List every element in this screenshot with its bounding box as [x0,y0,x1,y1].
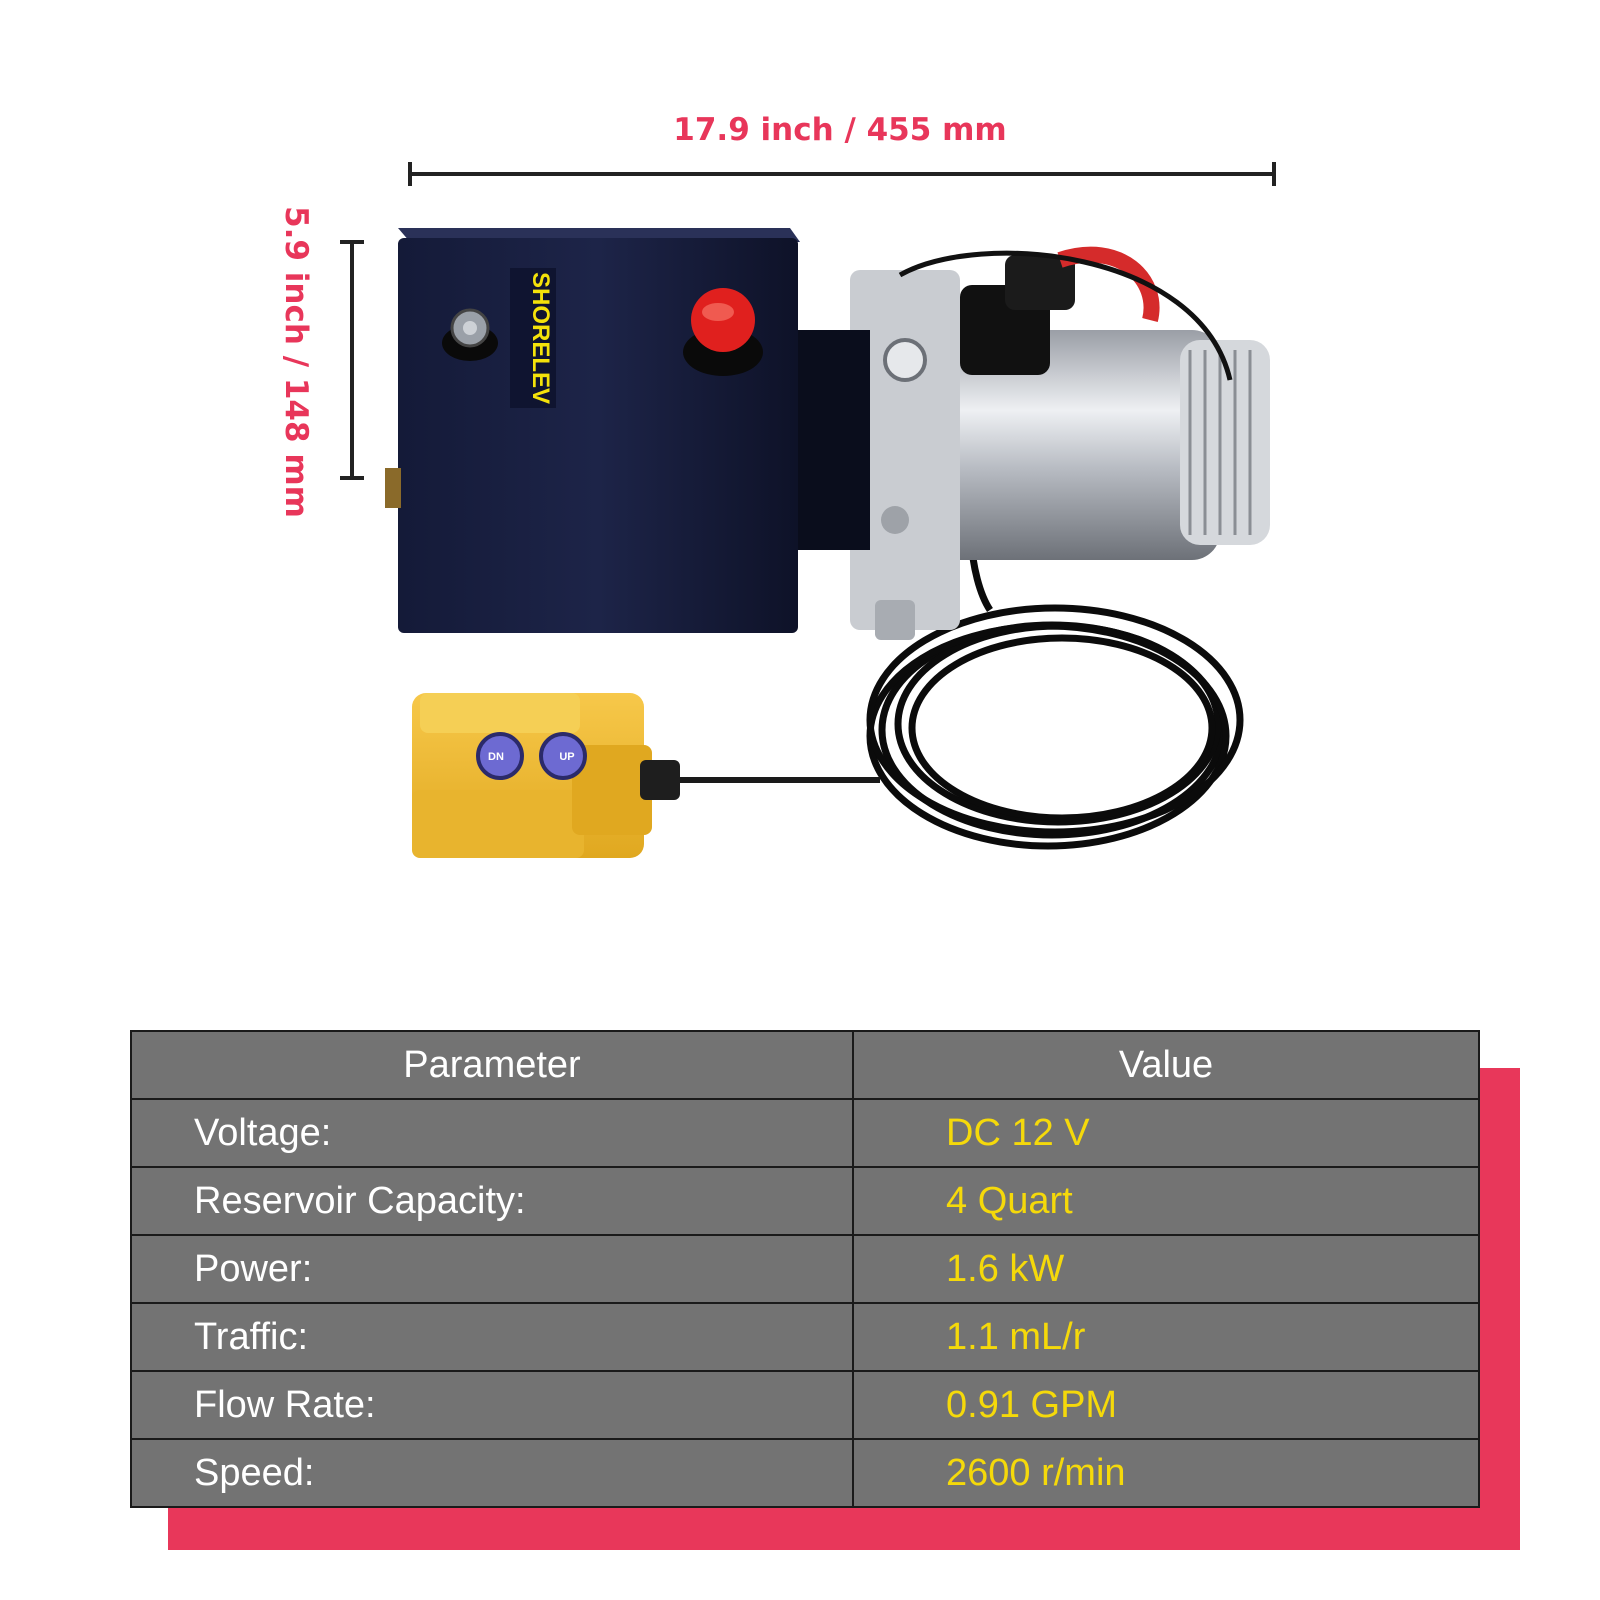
parameter-cell: Speed: [130,1438,854,1508]
height-dimension-line [350,242,354,478]
remote-control: DN UP [412,693,680,858]
header-value: Value [852,1030,1480,1100]
table-row: Speed: 2600 r/min [130,1438,1480,1508]
value-cell: 4 Quart [852,1166,1480,1236]
value-cell: 1.1 mL/r [852,1302,1480,1372]
parameter-cell: Reservoir Capacity: [130,1166,854,1236]
width-dimension-cap-right [1272,162,1276,186]
value-cell: DC 12 V [852,1098,1480,1168]
value-cell: 0.91 GPM [852,1370,1480,1440]
svg-text:UP: UP [559,751,574,763]
table-row: Power: 1.6 kW [130,1234,1480,1304]
spec-table: Parameter Value Voltage: DC 12 V Reservo… [130,1030,1480,1508]
brand-label: SHORELEV [527,272,554,404]
parameter-cell: Power: [130,1234,854,1304]
height-dimension-cap-bottom [340,476,364,480]
value-cell: 2600 r/min [852,1438,1480,1508]
table-row: Flow Rate: 0.91 GPM [130,1370,1480,1440]
width-dimension-cap-left [408,162,412,186]
table-header-row: Parameter Value [130,1030,1480,1100]
height-dimension-cap-top [340,240,364,244]
hose-coil [866,604,1244,850]
table-row: Reservoir Capacity: 4 Quart [130,1166,1480,1236]
svg-text:DN: DN [488,751,504,763]
parameter-cell: Traffic: [130,1302,854,1372]
value-cell: 1.6 kW [852,1234,1480,1304]
table-row: Voltage: DC 12 V [130,1098,1480,1168]
parameter-cell: Voltage: [130,1098,854,1168]
header-parameter: Parameter [130,1030,854,1100]
hydraulic-pump-image: SHORELEV DN UP [385,228,1270,858]
parameter-cell: Flow Rate: [130,1370,854,1440]
table-row: Traffic: 1.1 mL/r [130,1302,1480,1372]
width-dimension-line [410,172,1274,176]
width-dimension-label: 17.9 inch / 455 mm [673,112,1007,148]
